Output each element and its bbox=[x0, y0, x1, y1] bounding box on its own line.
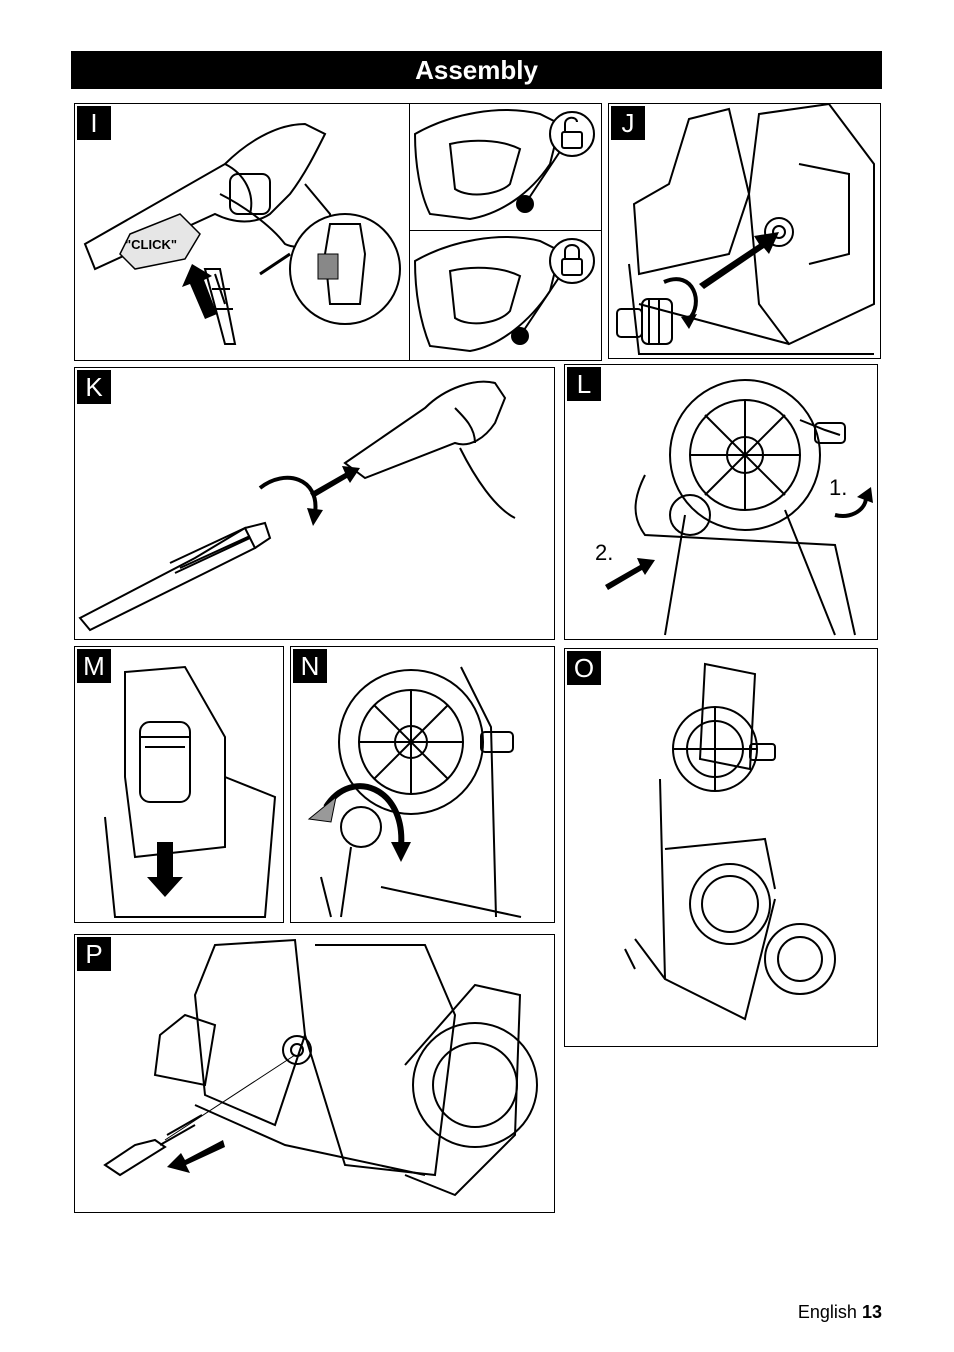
page-footer: English 13 bbox=[798, 1302, 882, 1323]
panel-p: P bbox=[74, 934, 555, 1213]
detergent-tank-illustration bbox=[75, 647, 284, 923]
lock-illustration bbox=[410, 231, 602, 361]
detail-zoom-circle bbox=[290, 214, 400, 324]
section-header: Assembly bbox=[71, 51, 882, 89]
arrow-icon bbox=[147, 842, 183, 897]
click-callout: "CLICK" bbox=[125, 237, 177, 252]
rotate-arrow-icon bbox=[309, 786, 411, 862]
panel-i: I "CLICK" bbox=[74, 103, 410, 361]
panel-l: L 1. 2. bbox=[564, 364, 878, 640]
pump-connection-illustration bbox=[609, 104, 881, 359]
step-2-label: 2. bbox=[595, 540, 613, 565]
panel-o: O bbox=[564, 648, 878, 1047]
panel-j: J bbox=[608, 103, 881, 359]
trigger-gun-illustration: "CLICK" bbox=[75, 104, 410, 361]
arrow-icon bbox=[167, 1140, 225, 1173]
section-title: Assembly bbox=[415, 55, 538, 86]
rotate-arrow-icon bbox=[260, 478, 323, 526]
lance-connection-illustration bbox=[75, 368, 555, 640]
arrow-icon bbox=[699, 232, 779, 289]
panel-m: M bbox=[74, 646, 284, 923]
hose-reel-illustration: 1. 2. bbox=[565, 365, 878, 640]
panel-i-unlock bbox=[409, 103, 602, 231]
panel-k: K bbox=[74, 367, 555, 640]
rotate-arrow-icon bbox=[664, 279, 697, 329]
step-1-label: 1. bbox=[829, 475, 847, 500]
unlock-illustration bbox=[410, 104, 602, 231]
panel-n: N bbox=[290, 646, 555, 923]
footer-page-number: 13 bbox=[862, 1302, 882, 1322]
outlet-connection-illustration bbox=[75, 935, 555, 1213]
footer-language: English bbox=[798, 1302, 857, 1322]
hose-reel-crank-illustration bbox=[291, 647, 555, 923]
assembled-unit-illustration bbox=[565, 649, 878, 1047]
panel-i-lock bbox=[409, 230, 602, 361]
arrow-icon bbox=[310, 466, 360, 498]
